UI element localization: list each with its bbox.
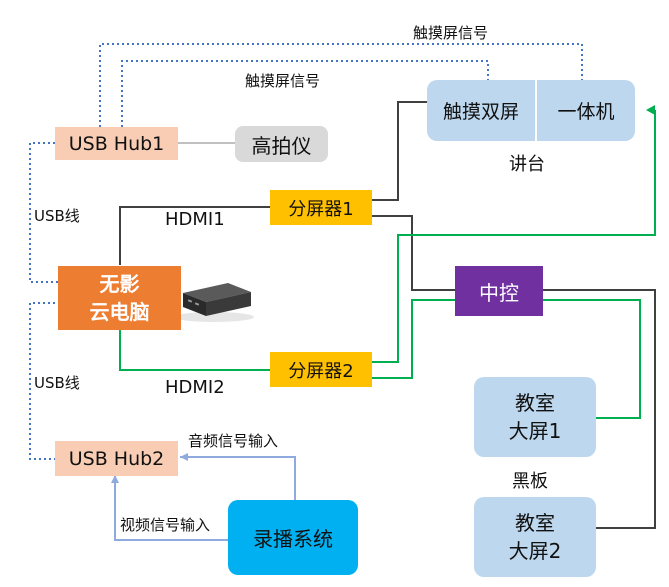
document-camera-label: 高拍仪 xyxy=(251,133,312,158)
touch-signal-top-label: 触摸屏信号 xyxy=(413,24,489,42)
all-in-one-label: 一体机 xyxy=(557,101,615,123)
video-input-label: 视频信号输入 xyxy=(120,516,211,534)
touch-dual-screen-node: 触摸双屏 xyxy=(427,80,535,141)
splitter2-controller-line xyxy=(372,299,455,379)
central-controller-node: 中控 xyxy=(455,266,543,316)
splitter2-label: 分屏器2 xyxy=(288,360,354,382)
cloud-pc-label-line1: 无影 xyxy=(99,272,140,296)
touch-signal-outer-line xyxy=(99,43,583,127)
blackboard-label: 黑板 xyxy=(512,471,548,492)
audio-signal-line xyxy=(180,453,296,500)
video-signal-line xyxy=(111,475,228,541)
classroom-screen2-node: 教室 大屏2 xyxy=(474,497,596,577)
podium-label: 讲台 xyxy=(509,154,545,175)
classroom-screen2-label-line2: 大屏2 xyxy=(508,539,562,563)
usb-line-upper-label: USB线 xyxy=(34,207,80,225)
recording-system-label: 录播系统 xyxy=(253,527,333,551)
central-controller-label: 中控 xyxy=(479,280,519,305)
classroom-screen1-label-line2: 大屏1 xyxy=(508,419,562,443)
hdmi2-label: HDMI2 xyxy=(165,377,225,398)
controller-screen2-line xyxy=(543,289,656,529)
mini-pc-icon xyxy=(174,283,254,322)
splitter2-allinone-line xyxy=(372,105,656,363)
usb-hub1-node: USB Hub1 xyxy=(55,127,178,160)
classroom-screen1-node: 教室 大屏1 xyxy=(474,377,596,457)
usb-line-upper xyxy=(29,142,60,283)
usb-hub1-label: USB Hub1 xyxy=(68,132,165,155)
hdmi1-line xyxy=(119,206,270,265)
splitter1-touch-line xyxy=(372,101,427,201)
classroom-screen2-label-line1: 教室 xyxy=(515,511,555,535)
recording-system-node: 录播系统 xyxy=(228,500,358,575)
touch-signal-inner-label: 触摸屏信号 xyxy=(245,72,321,90)
usb-hub2-node: USB Hub2 xyxy=(55,441,178,476)
splitter2-node: 分屏器2 xyxy=(270,352,372,387)
cloud-pc-label-line2: 云电脑 xyxy=(89,300,150,324)
usb-hub2-label: USB Hub2 xyxy=(68,447,165,470)
splitter1-controller-line xyxy=(372,215,455,291)
podium-panel: 触摸双屏 一体机 xyxy=(427,80,635,141)
controller-screen1-line xyxy=(543,299,641,419)
splitter1-label: 分屏器1 xyxy=(288,198,354,220)
podium-divider xyxy=(535,80,537,141)
classroom-screen1-label-line1: 教室 xyxy=(515,391,555,415)
document-camera-node: 高拍仪 xyxy=(235,126,328,162)
audio-input-label: 音频信号输入 xyxy=(188,432,279,450)
touch-signal-inner-line xyxy=(121,60,489,127)
hdmi1-label: HDMI1 xyxy=(165,209,225,230)
hdmi2-line xyxy=(119,330,270,371)
usb-line-lower xyxy=(29,302,60,460)
all-in-one-node: 一体机 xyxy=(537,80,635,141)
splitter1-node: 分屏器1 xyxy=(270,190,372,225)
usb-line-lower-label: USB线 xyxy=(34,374,80,392)
cloud-pc-node: 无影 云电脑 xyxy=(58,266,181,330)
touch-dual-screen-label: 触摸双屏 xyxy=(442,101,519,123)
